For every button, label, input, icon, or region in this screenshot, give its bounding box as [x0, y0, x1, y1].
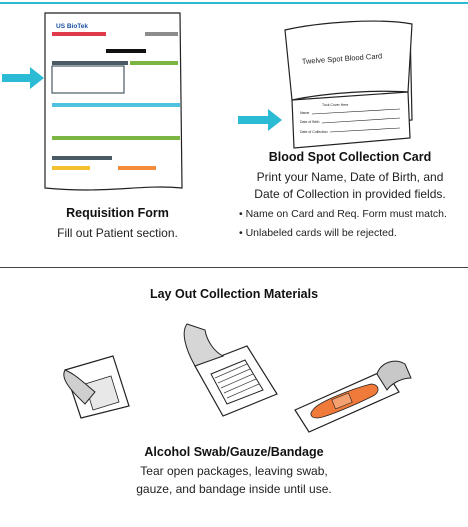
materials-text-line2: gauze, and bandage inside until use. — [136, 482, 332, 496]
top-accent-line — [0, 2, 468, 4]
card-text-line1: Print your Name, Date of Birth, and — [256, 170, 444, 184]
materials-heading: Lay Out Collection Materials — [149, 287, 319, 301]
alcohol-swab-icon — [63, 355, 130, 419]
bandage-icon — [294, 360, 412, 433]
blood-spot-card-illustration: Twelve Spot Blood Card Tuck Cover Here N… — [238, 20, 413, 149]
requisition-text: Fill out Patient section. — [57, 226, 178, 240]
gauze-icon — [183, 323, 278, 417]
arrow-right-icon — [238, 109, 282, 131]
requisition-form-illustration: US BioTek — [2, 12, 183, 191]
field-name: Name — [300, 111, 309, 115]
collection-materials-illustration — [63, 323, 412, 433]
tuck-text: Tuck Cover Here — [322, 103, 348, 107]
field-dob: Date of Birth — [300, 120, 320, 124]
card-title: Blood Spot Collection Card — [268, 150, 432, 164]
field-collected: Date of Collection — [300, 130, 328, 134]
section-divider — [0, 267, 468, 268]
materials-text-line1: Tear open packages, leaving swab, — [140, 464, 328, 478]
card-bullet: • Name on Card and Req. Form must match. — [239, 208, 447, 220]
card-text-line2: Date of Collection in provided fields. — [254, 187, 446, 201]
materials-title: Alcohol Swab/Gauze/Bandage — [144, 445, 324, 459]
logo-text: US BioTek — [56, 23, 88, 30]
arrow-right-icon — [2, 67, 44, 89]
requisition-title: Requisition Form — [66, 206, 169, 220]
card-bullet: • Unlabeled cards will be rejected. — [239, 227, 397, 239]
